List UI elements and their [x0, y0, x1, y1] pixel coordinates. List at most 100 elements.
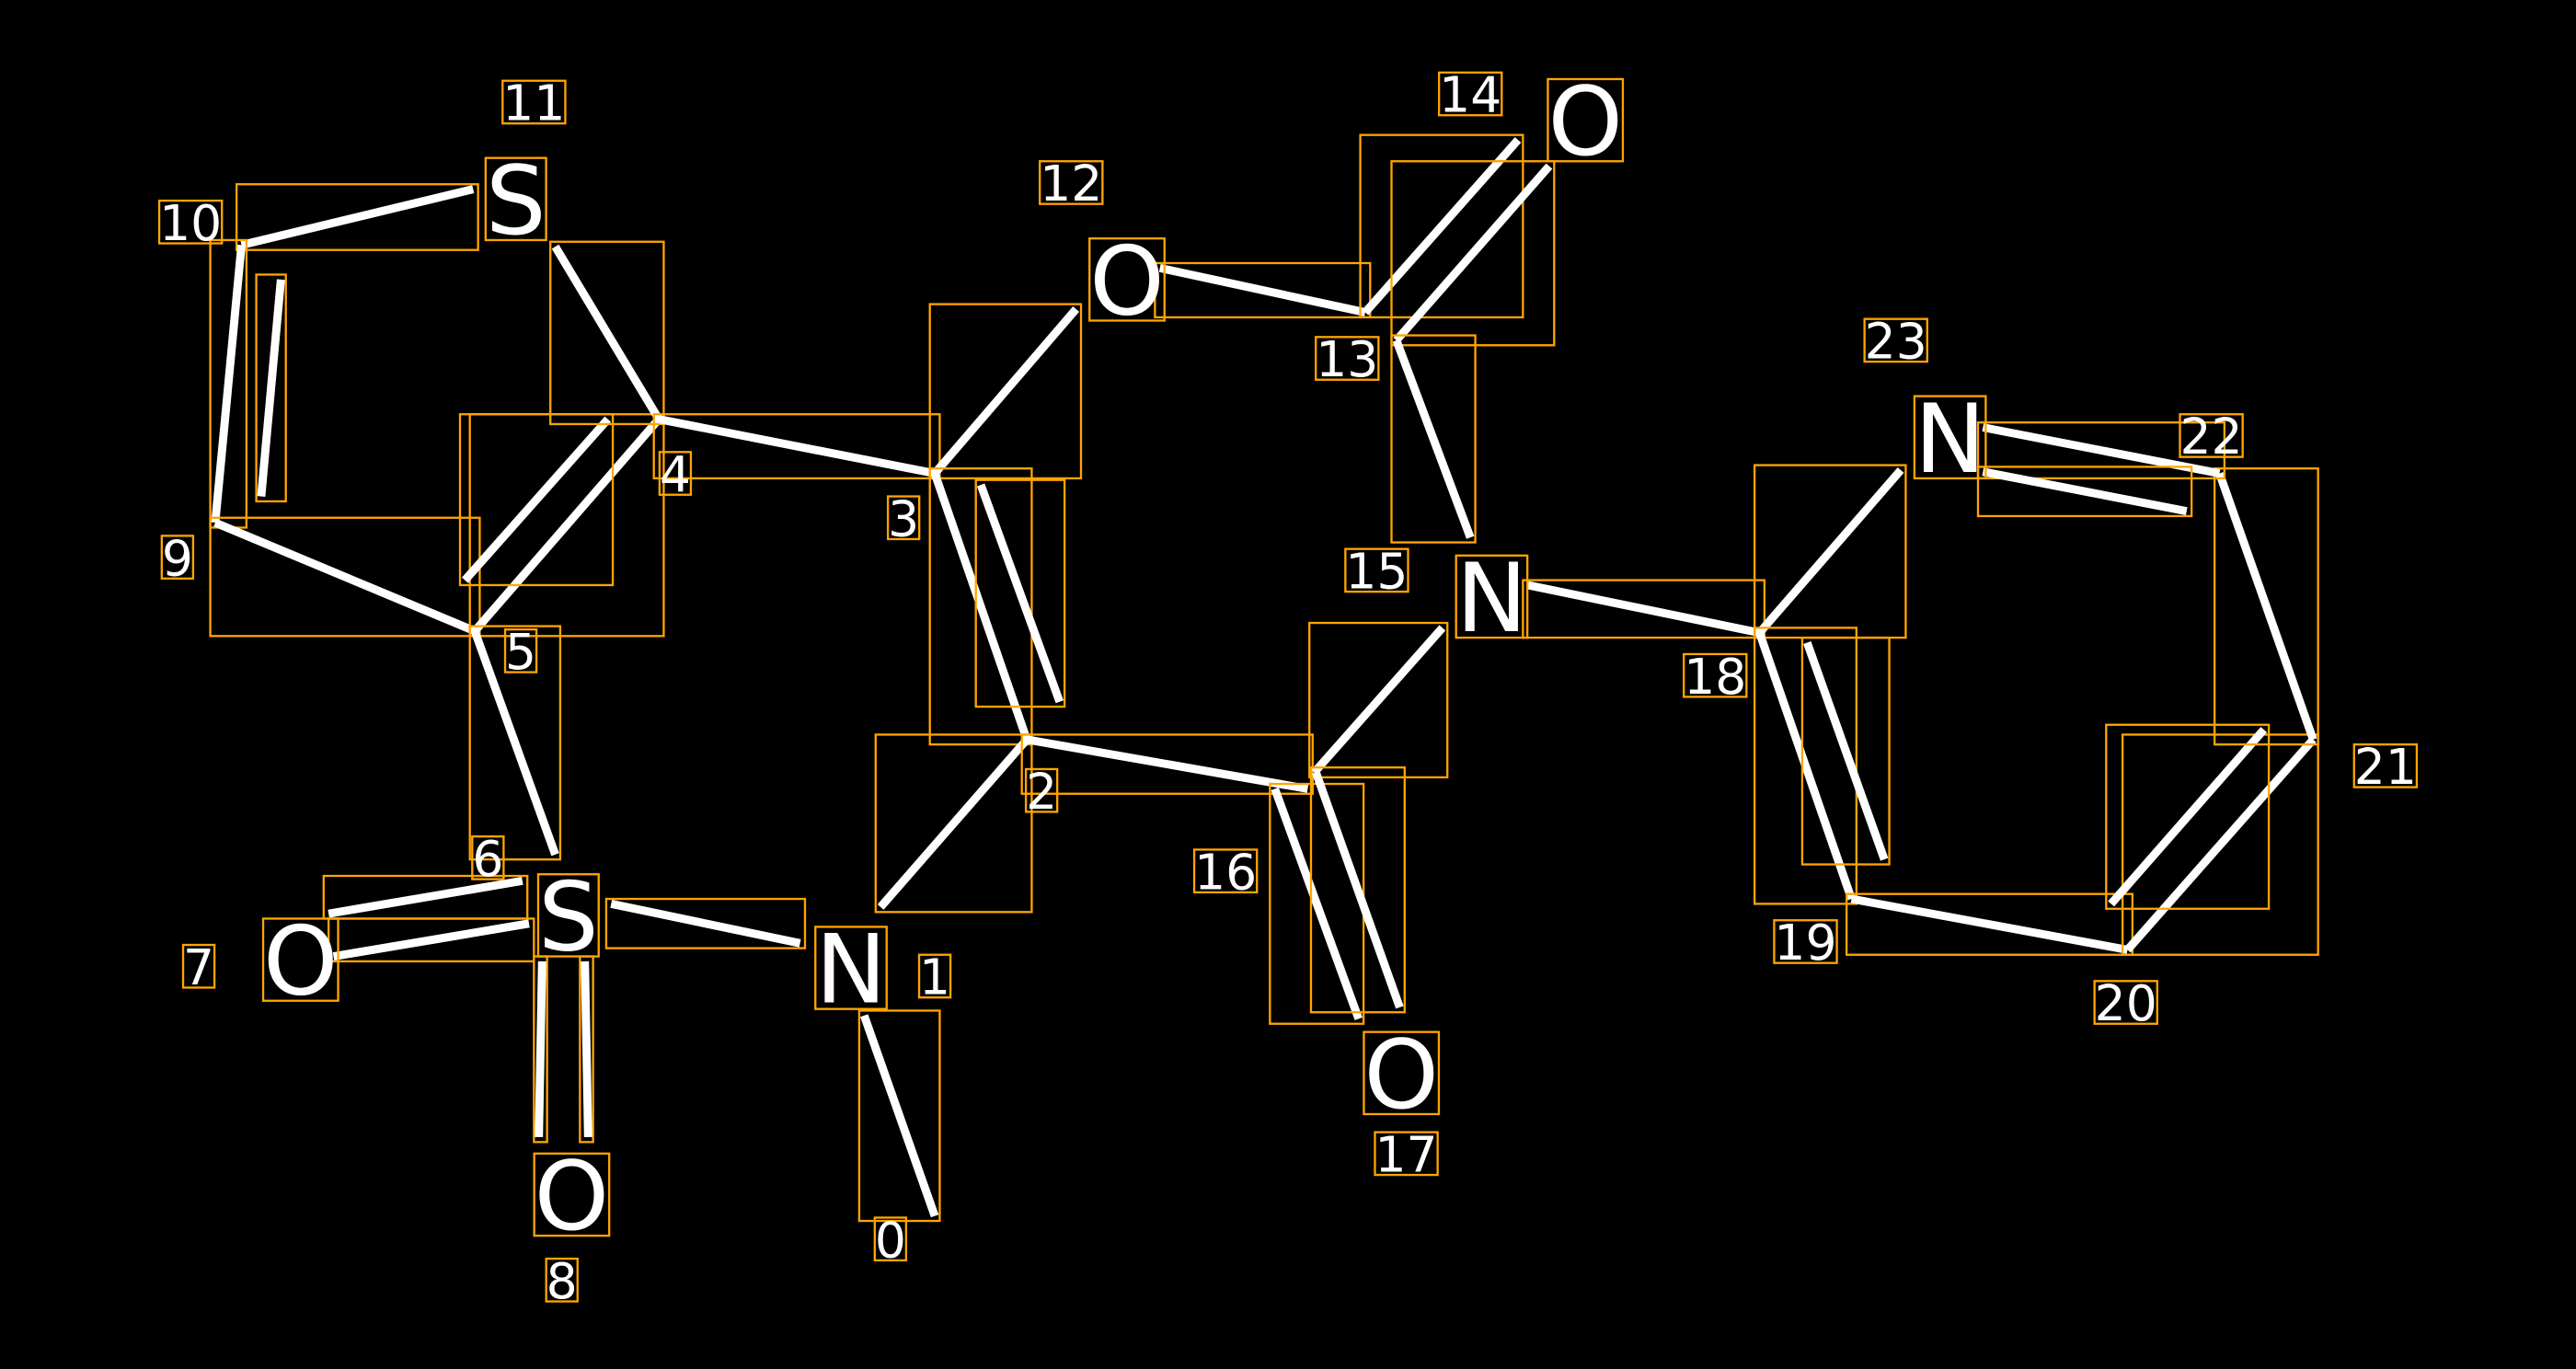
- atom-symbol-box: [261, 917, 339, 1002]
- atom-index-box: [873, 1216, 908, 1262]
- bond-line: [1312, 771, 1404, 1009]
- bond-line: [240, 185, 475, 249]
- bond-bounding-box: [1308, 621, 1449, 779]
- bond-bounding-box: [235, 183, 479, 251]
- bond-line: [470, 629, 559, 857]
- bond-bounding-box: [1976, 466, 2193, 518]
- bond-line: [860, 1014, 939, 1218]
- bond-line: [1026, 735, 1309, 793]
- bond-line: [535, 961, 546, 1138]
- bond-line: [257, 279, 285, 497]
- atom-symbol-o7: O: [263, 907, 339, 1018]
- atom-index-box: [658, 451, 693, 496]
- bond-bounding-box: [874, 733, 1033, 914]
- bond-line: [610, 900, 801, 948]
- bond-line: [551, 244, 662, 421]
- atom-index-box: [160, 535, 195, 580]
- bond-bounding-box: [1753, 627, 1858, 905]
- bond-bounding-box: [928, 303, 1083, 480]
- bond-line: [332, 919, 530, 961]
- bond-line: [1982, 467, 2188, 515]
- atom-index-box: [501, 79, 567, 125]
- bond-bounding-box: [255, 273, 287, 503]
- atom-index-box: [181, 943, 216, 989]
- bond-bounding-box: [458, 413, 615, 587]
- bond-line: [1756, 467, 1904, 636]
- bond-line: [462, 416, 612, 583]
- atom-index-box: [1024, 767, 1059, 813]
- atom-index-box: [2093, 980, 2158, 1025]
- bond-bounding-box: [1845, 892, 2134, 956]
- labels-layer: NSOOSOONON012345678910111213141516171819…: [157, 66, 2419, 1310]
- bond-line: [2108, 727, 2268, 907]
- atom-symbol-n15: N: [1456, 544, 1527, 654]
- atom-index-box: [2352, 743, 2419, 788]
- atom-symbol-box: [533, 1152, 611, 1237]
- atom-symbol-box: [1913, 395, 1987, 480]
- atom-index-box: [1374, 1131, 1439, 1177]
- bond-line: [328, 876, 523, 918]
- atom-symbol-n23: N: [1915, 385, 1985, 495]
- atom-symbol-n1: N: [815, 915, 886, 1026]
- atom-symbol-o17: O: [1363, 1020, 1439, 1131]
- bond-line: [471, 416, 662, 634]
- bond-bounding-box: [1390, 334, 1477, 544]
- bond-line: [1311, 625, 1446, 776]
- bond-line: [581, 961, 592, 1138]
- atom-index-box: [1683, 652, 1748, 698]
- bond-bounding-box: [1359, 133, 1524, 319]
- bond-line: [213, 518, 477, 636]
- bond-bounding-box: [468, 625, 562, 861]
- atom-symbol-box: [1455, 554, 1529, 639]
- atom-symbol-s11: S: [486, 146, 546, 257]
- atom-index-box: [1315, 336, 1380, 381]
- atom-index-box: [917, 953, 952, 999]
- atom-index-box: [1437, 71, 1503, 117]
- atom-symbol-box: [814, 926, 888, 1010]
- bonds-layer: [209, 133, 2319, 1223]
- bond-line: [1392, 339, 1475, 539]
- bond-bounding-box: [974, 478, 1066, 708]
- atom-index-box: [1192, 848, 1259, 894]
- atom-index-box: [886, 495, 921, 541]
- atom-index-box: [471, 835, 505, 880]
- bond-bounding-box: [2105, 723, 2271, 910]
- bond-line: [1158, 263, 1366, 316]
- bond-bounding-box: [549, 240, 665, 426]
- bond-line: [1393, 163, 1553, 343]
- bond-bounding-box: [2121, 733, 2319, 956]
- atom-symbol-box: [536, 873, 600, 958]
- atom-index-box: [157, 199, 224, 245]
- atom-symbol-o14: O: [1547, 67, 1623, 178]
- bond-line: [931, 306, 1080, 477]
- bond-bounding-box: [1309, 766, 1406, 1014]
- bond-line: [976, 483, 1064, 704]
- atom-index-box: [503, 628, 538, 673]
- bond-line: [658, 415, 936, 477]
- atom-symbol-box: [1088, 237, 1166, 322]
- bond-bounding-box: [1522, 579, 1766, 639]
- bond-line: [1850, 894, 2129, 954]
- bond-line: [1982, 423, 2221, 477]
- atom-symbol-s6: S: [538, 862, 599, 972]
- atom-index-box: [2179, 413, 2244, 458]
- atom-symbol-box: [1363, 1030, 1441, 1116]
- bond-line: [1803, 640, 1889, 861]
- atom-symbol-box: [484, 156, 547, 242]
- atom-symbol-o8: O: [535, 1142, 610, 1252]
- bond-line: [930, 472, 1031, 742]
- atom-index-box: [1773, 919, 1838, 964]
- atom-index-box: [1039, 160, 1104, 205]
- bond-bounding-box: [327, 917, 535, 963]
- bond-bounding-box: [652, 413, 941, 480]
- bond-line: [877, 736, 1030, 910]
- bond-line: [1526, 581, 1761, 638]
- bond-bounding-box: [1800, 636, 1891, 866]
- atom-index-box: [1344, 547, 1409, 593]
- bond-bounding-box: [857, 1009, 941, 1223]
- bond-bounding-box: [1154, 261, 1372, 319]
- bond-line: [1271, 787, 1363, 1020]
- atom-index-box: [1863, 317, 1928, 363]
- atom-index-box: [545, 1257, 579, 1303]
